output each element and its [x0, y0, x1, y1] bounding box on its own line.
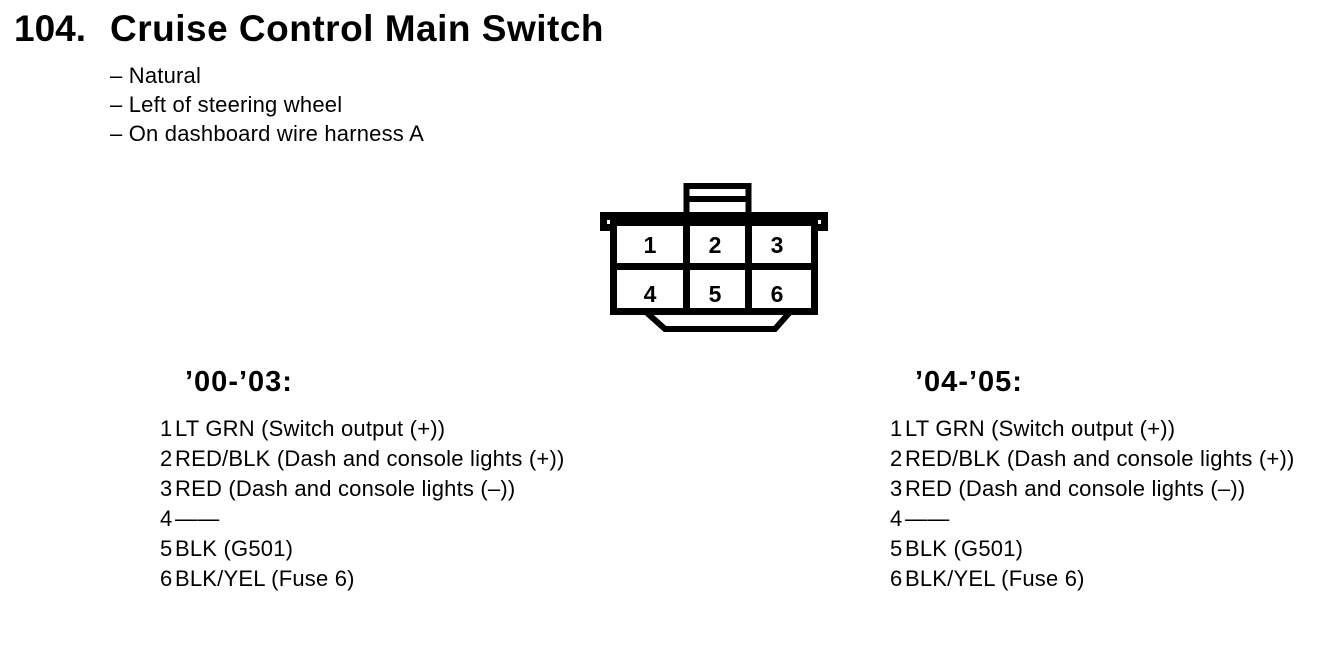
pin-number: 3: [890, 476, 903, 501]
pin-description: BLK/YEL (Fuse 6): [175, 566, 355, 591]
notes-list: – Natural – Left of steering wheel – On …: [110, 61, 424, 148]
pin-row: 6 BLK/YEL (Fuse 6): [890, 564, 1328, 594]
pin-row: 3 RED (Dash and console lights (–)): [160, 474, 620, 504]
item-number: 104.: [14, 8, 87, 49]
pin-number: 6: [160, 566, 173, 591]
flange-stub-left: [600, 212, 607, 231]
section-heading: ’00-’03:: [185, 366, 293, 398]
note-item: – Natural: [110, 63, 202, 88]
flange-bar: [600, 212, 828, 220]
pin-description: RED (Dash and console lights (–)): [175, 476, 516, 501]
pin-number: 3: [160, 476, 173, 501]
pin-description: LT GRN (Switch output (+)): [905, 416, 1176, 441]
connector-diagram: 1 2 3 4 5 6: [600, 183, 828, 332]
flange-stub-right: [821, 212, 828, 231]
pin-number: 4: [890, 506, 903, 531]
pin-number: 1: [160, 416, 173, 441]
pin-description: ——: [175, 506, 220, 531]
pin-number: 5: [160, 536, 173, 561]
pin-number: 6: [890, 566, 903, 591]
pin-description: RED/BLK (Dash and console lights (+)): [175, 446, 565, 471]
pin-row: 5 BLK (G501): [890, 534, 1328, 564]
section-00-03: ’00-’03: 1 LT GRN (Switch output (+)) 2 …: [160, 366, 620, 594]
pin-number: 1: [890, 416, 903, 441]
pin-description: RED (Dash and console lights (–)): [905, 476, 1246, 501]
pin-description: LT GRN (Switch output (+)): [175, 416, 446, 441]
pin-row: 4 ——: [160, 504, 620, 534]
page-title: Cruise Control Main Switch: [110, 8, 605, 49]
pin-cell-2: 2: [709, 232, 722, 258]
section-04-05: ’04-’05: 1 LT GRN (Switch output (+)) 2 …: [890, 366, 1328, 594]
pin-cell-4: 4: [644, 281, 657, 307]
pin-row: 2 RED/BLK (Dash and console lights (+)): [160, 444, 620, 474]
pin-cell-1: 1: [644, 232, 657, 258]
pin-row: 2 RED/BLK (Dash and console lights (+)): [890, 444, 1328, 474]
note-item: – Left of steering wheel: [110, 92, 343, 117]
pin-cell-6: 6: [771, 281, 784, 307]
section-heading: ’04-’05:: [915, 366, 1023, 398]
pin-description: ——: [905, 506, 950, 531]
pin-row: 5 BLK (G501): [160, 534, 620, 564]
pin-cell-5: 5: [709, 281, 722, 307]
pin-description: BLK (G501): [905, 536, 1024, 561]
note-item: – On dashboard wire harness A: [110, 121, 424, 146]
pin-row: 3 RED (Dash and console lights (–)): [890, 474, 1328, 504]
pin-number: 5: [890, 536, 903, 561]
pin-cell-3: 3: [771, 232, 784, 258]
pin-number: 4: [160, 506, 173, 531]
pin-description: BLK/YEL (Fuse 6): [905, 566, 1085, 591]
pin-row: 1 LT GRN (Switch output (+)): [890, 414, 1328, 444]
pin-description: RED/BLK (Dash and console lights (+)): [905, 446, 1295, 471]
pin-row: 4 ——: [890, 504, 1328, 534]
pin-number: 2: [160, 446, 173, 471]
pin-description: BLK (G501): [175, 536, 294, 561]
pin-number: 2: [890, 446, 903, 471]
pin-row: 1 LT GRN (Switch output (+)): [160, 414, 620, 444]
pin-row: 6 BLK/YEL (Fuse 6): [160, 564, 620, 594]
